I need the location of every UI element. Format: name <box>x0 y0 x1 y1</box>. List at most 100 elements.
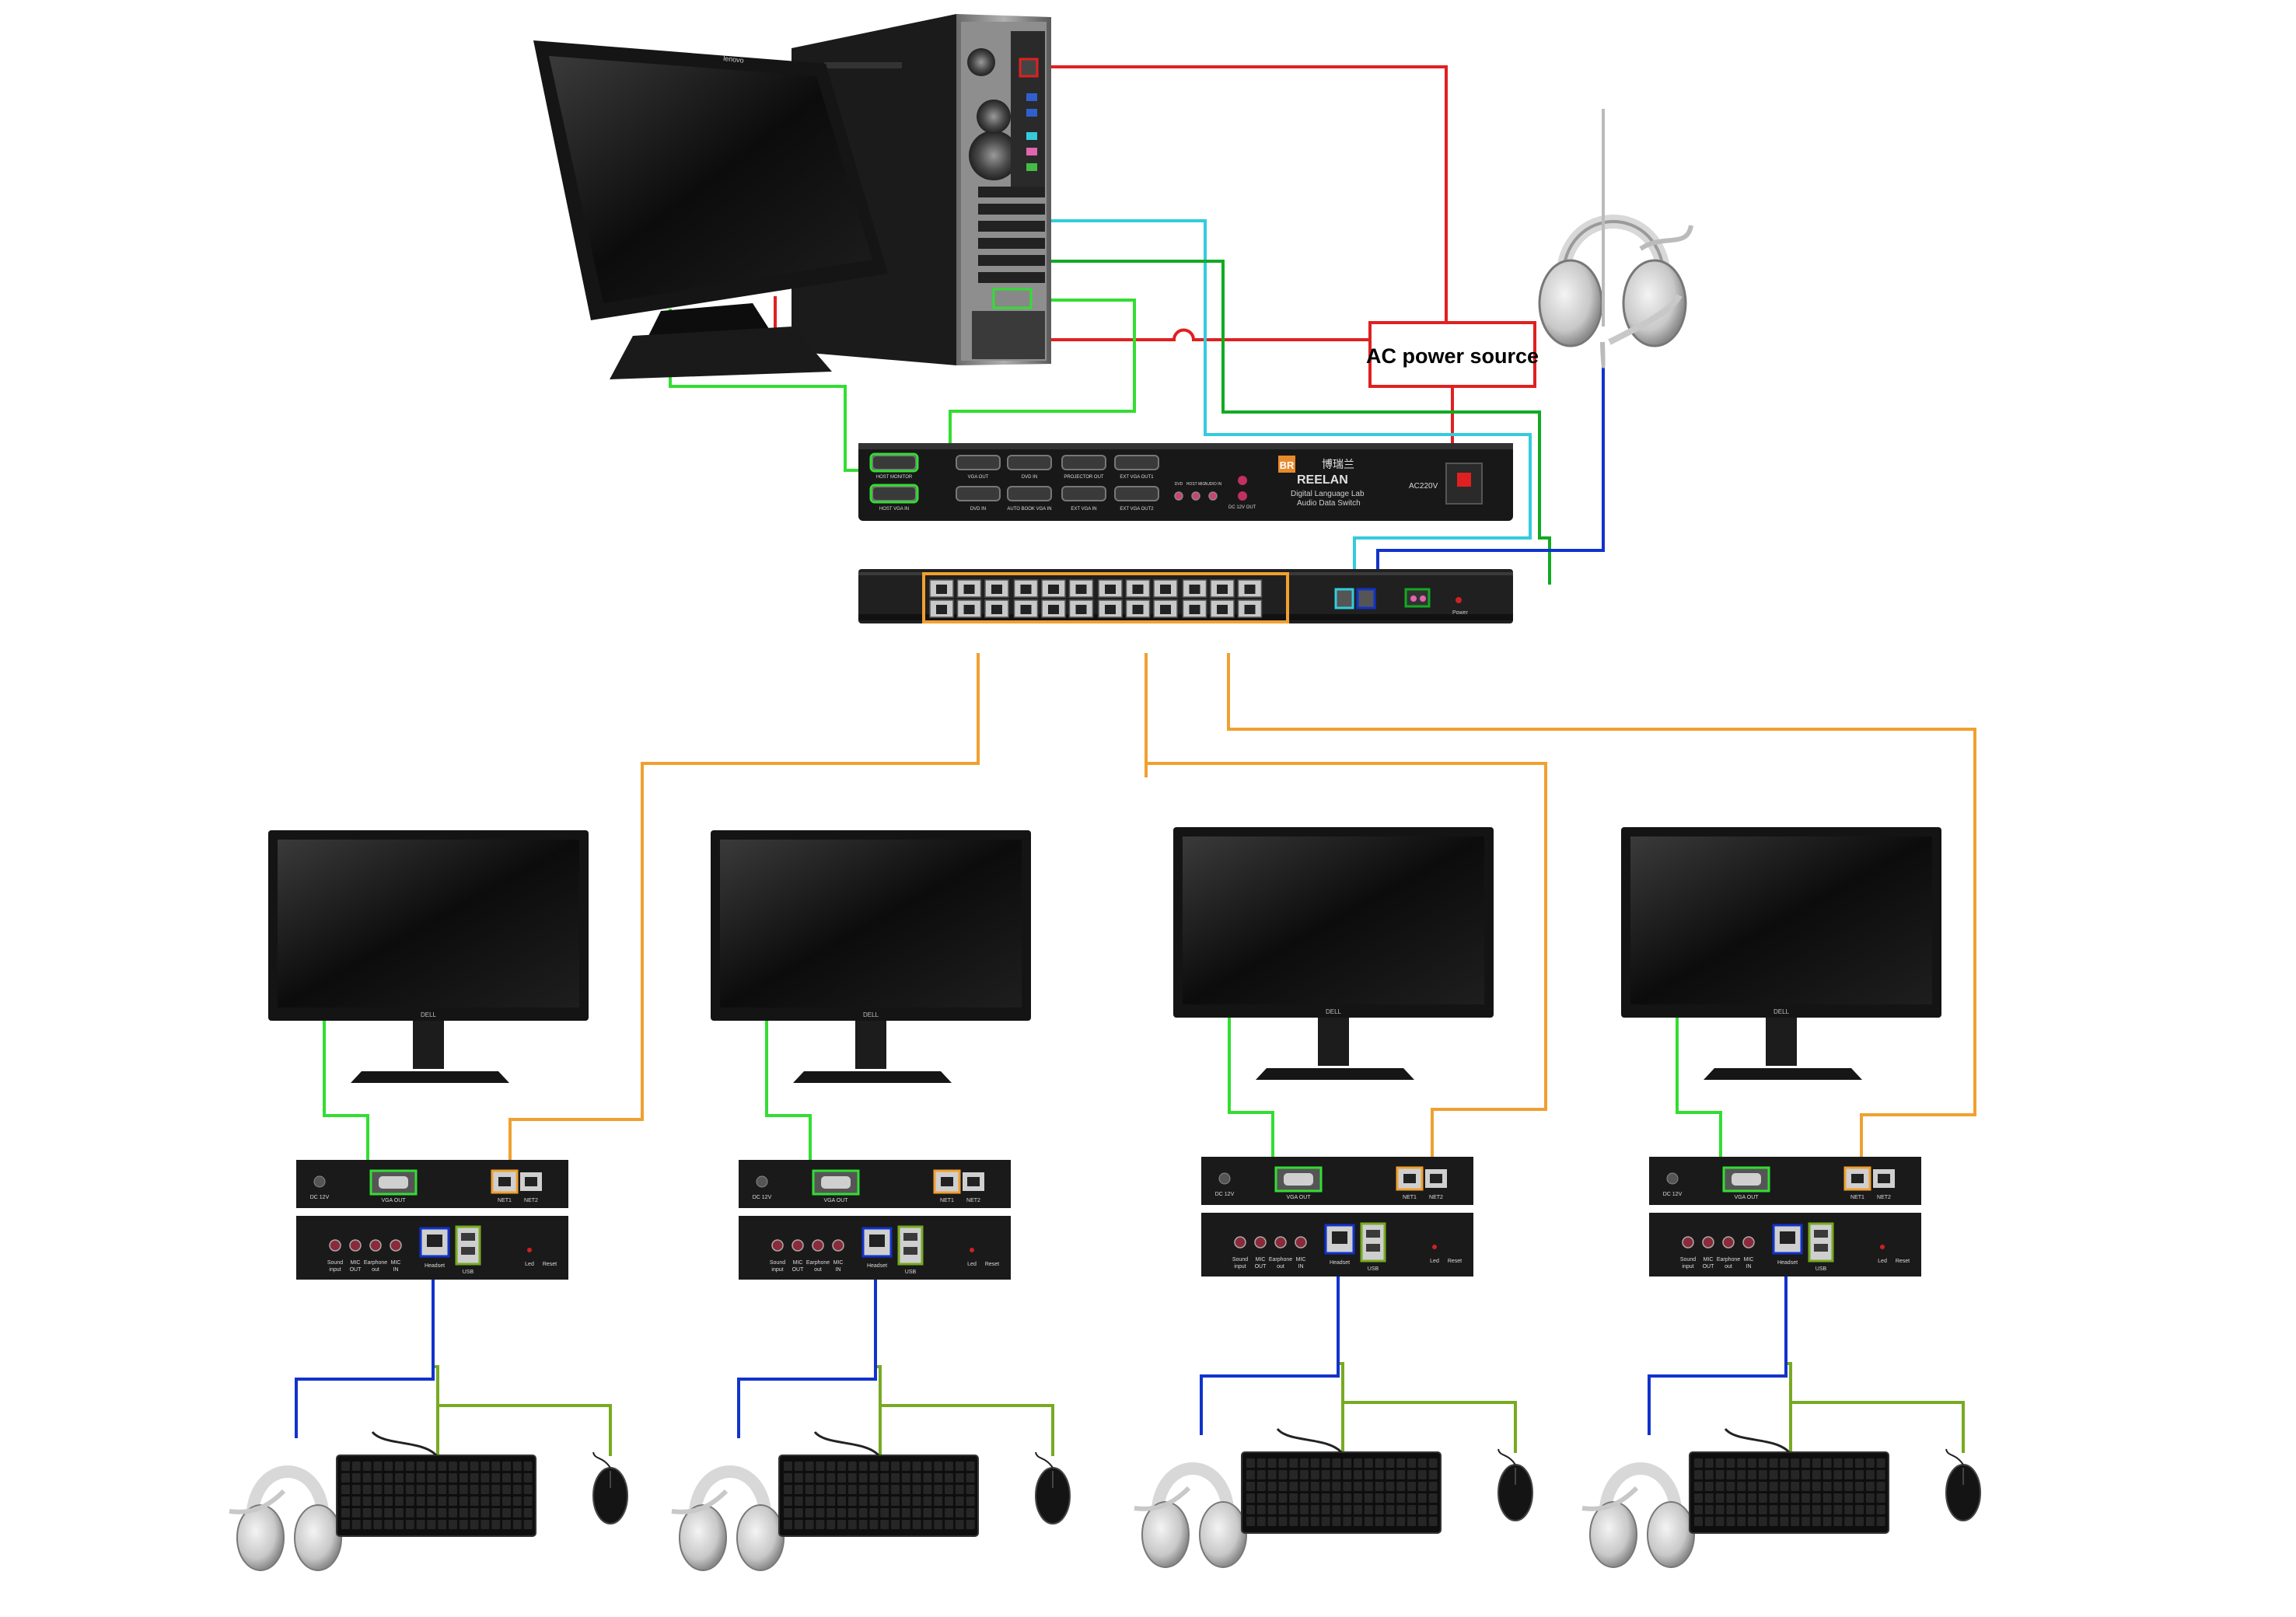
station-headset-wire <box>1200 1219 1340 1435</box>
rj45-slot <box>936 605 947 614</box>
headset-icon <box>1538 215 1693 368</box>
jack-label: out <box>372 1267 379 1273</box>
host-monitor-port-highlight <box>869 452 919 473</box>
led-label: Led <box>525 1262 534 1267</box>
station-usb-wire-b <box>1791 1401 1965 1453</box>
student-monitor: DELL <box>1173 827 1494 1080</box>
jack-label: Earphone <box>806 1260 830 1266</box>
dc-jack-icon <box>1238 476 1247 485</box>
ac-input-label: AC220V <box>1409 482 1438 491</box>
audio-jack-icon <box>771 1239 784 1252</box>
net1-label: NET1 <box>1403 1195 1417 1200</box>
headset-icon <box>1134 1462 1247 1568</box>
dc-jack-icon <box>756 1175 768 1188</box>
dc-label: DC 12V <box>1663 1192 1683 1197</box>
audio-jack-label: DVD <box>1175 482 1183 487</box>
vga-port <box>872 486 917 501</box>
audio-jack-icon <box>390 1239 402 1252</box>
ac-power-label: AC power source <box>1366 344 1539 368</box>
audio-jack-icon <box>1254 1236 1267 1249</box>
student-monitor: DELL <box>711 830 1031 1083</box>
jack-label: MIC <box>1744 1257 1754 1263</box>
wire-layer <box>508 65 1976 1166</box>
audio-jack-icon <box>1208 491 1218 501</box>
jack-label: MIC <box>1704 1257 1714 1263</box>
usb-port <box>1360 1222 1386 1263</box>
jack-label: MIC <box>1296 1257 1306 1263</box>
net1-port <box>933 1169 961 1194</box>
jack-label: OUT <box>1255 1264 1267 1270</box>
vga-port <box>1061 455 1106 470</box>
usb-label: USB <box>463 1270 474 1275</box>
jack-label: MIC <box>833 1260 844 1266</box>
net2-label: NET2 <box>524 1198 538 1203</box>
jack-label: Earphone <box>1269 1257 1292 1263</box>
vga-port <box>1114 486 1159 501</box>
jack-label: IN <box>393 1267 399 1273</box>
teacher-monitor: lenovo <box>533 40 888 379</box>
vga-port <box>956 486 1001 501</box>
station-wires <box>1648 1018 1965 1482</box>
audio-jack-icon <box>1234 1236 1246 1249</box>
audio-jack-icon <box>1191 491 1200 501</box>
keyboard-icon <box>1689 1427 1889 1534</box>
vga-port-label: AUTO BOOK VGA IN <box>1007 507 1051 512</box>
brand-cn: 博瑞兰 <box>1322 458 1354 470</box>
vga-port-label: DVD IN <box>970 507 986 512</box>
reset-label: Reset <box>1896 1259 1910 1264</box>
vga-port <box>1007 486 1052 501</box>
student-monitor: DELL <box>268 830 589 1083</box>
keyboard-icon <box>778 1430 979 1537</box>
logo-glyph: BR <box>1280 459 1295 471</box>
jack-label: Sound <box>770 1260 785 1266</box>
station-headset-wire <box>737 1222 877 1438</box>
ac-power-source: AC power source <box>1366 321 1539 388</box>
jack-label: MIC <box>391 1260 401 1266</box>
vga-port-label: HOST MONITOR <box>876 475 913 480</box>
dc-label: DC 12V <box>753 1195 772 1200</box>
rj45-slot <box>1048 605 1059 614</box>
usb-label: USB <box>1368 1266 1379 1272</box>
station-vga-wire <box>1676 1018 1722 1169</box>
keyboard-icon <box>336 1430 536 1537</box>
station-wire-layer <box>295 1018 1965 1485</box>
vga-port <box>1061 486 1106 501</box>
station-headset-wire <box>1648 1219 1788 1435</box>
rj45-slot <box>1244 605 1256 614</box>
keyboard-cable <box>371 1430 438 1457</box>
teacher-computer: lenovo <box>533 14 1051 379</box>
jack-label: out <box>1725 1264 1732 1270</box>
headset-port <box>1356 588 1376 609</box>
mouse-icon <box>1945 1448 1981 1521</box>
terminal-bottom-box: SoundinputMICOUTEarphoneoutMICINHeadsetU… <box>296 1216 568 1280</box>
power-wire-monitor <box>774 296 1376 341</box>
switch-port-block <box>922 572 1289 623</box>
led-icon <box>970 1248 974 1252</box>
audio-jack-icon <box>832 1239 844 1252</box>
rj45-slot <box>1075 605 1087 614</box>
net2-label: NET2 <box>1429 1195 1443 1200</box>
audio-jack-label: HOST MIC <box>1186 482 1206 487</box>
rj45-slot <box>1160 605 1171 614</box>
usb-port <box>897 1225 924 1266</box>
net-wire-3 <box>1227 653 1976 1166</box>
audio-jack-icon <box>349 1239 362 1252</box>
jack-label: MIC <box>351 1260 361 1266</box>
dc-jack-icon <box>313 1175 326 1188</box>
led-icon <box>1432 1245 1437 1249</box>
pc-power-socket <box>1019 58 1039 78</box>
vga-port-label: HOST VGA IN <box>879 507 909 512</box>
rj45-slot <box>1189 585 1200 594</box>
terminal-bottom-box: SoundinputMICOUTEarphoneoutMICINHeadsetU… <box>1649 1213 1921 1276</box>
headset-label: Headset <box>1777 1260 1798 1266</box>
headset-port <box>419 1227 450 1258</box>
vga-port <box>1007 455 1052 470</box>
station-wires <box>1200 1018 1517 1482</box>
mouse-icon <box>1035 1451 1071 1524</box>
